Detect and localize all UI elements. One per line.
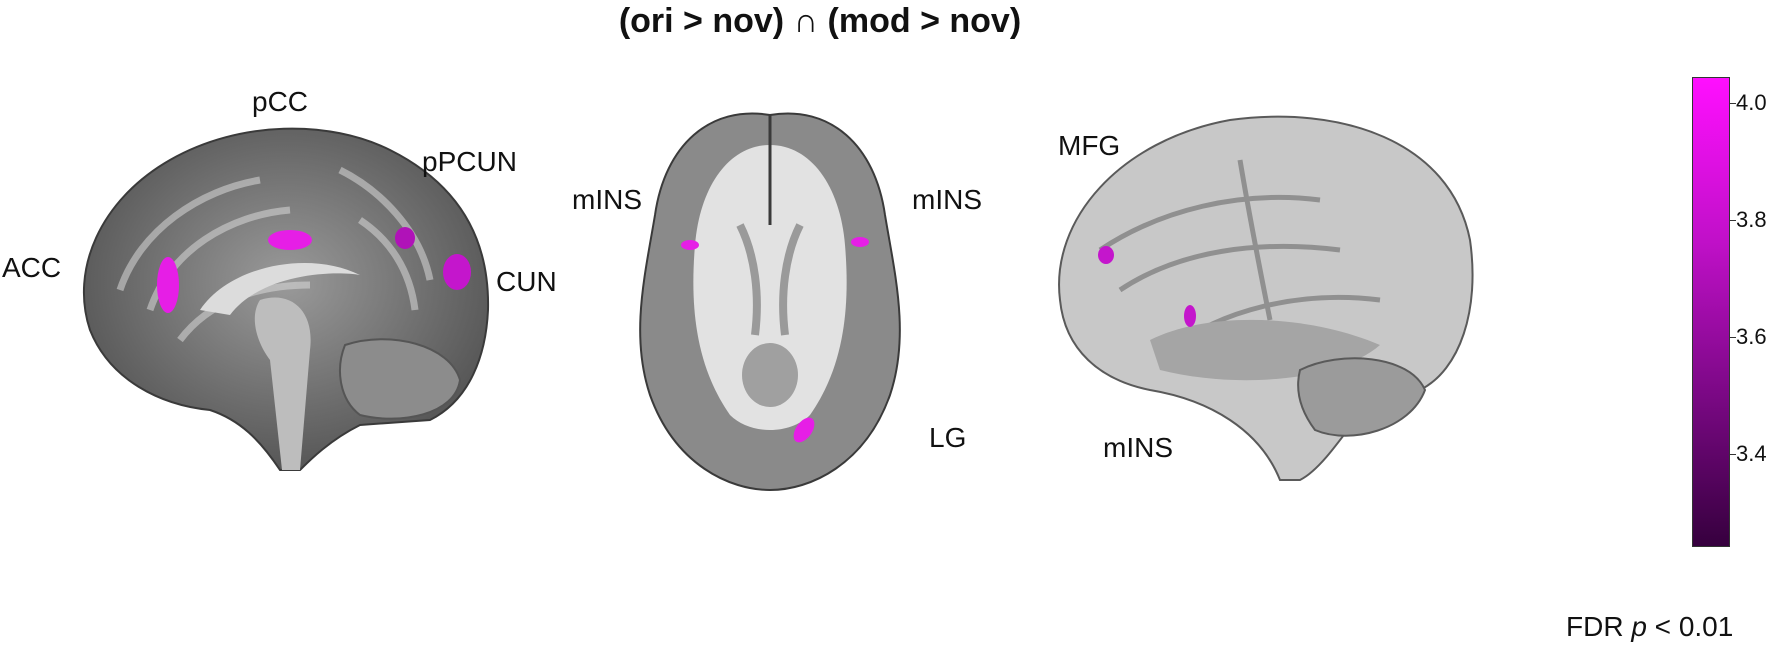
activation-mins-right [851,237,869,247]
label-mfg: MFG [1058,130,1121,161]
lateral-cerebellum [1297,357,1427,437]
label-pcc: pCC [252,86,309,117]
figure-title: (ori > nov) ∩ (mod > nov) [618,2,1022,40]
activation-mfg [1098,246,1114,264]
activation-mins-lateral [1184,305,1196,327]
activation-acc [157,257,179,313]
label-cun: CUN [496,266,557,297]
midbrain [742,343,798,407]
threshold-p: p [1631,611,1647,642]
tick-mark-3-6 [1729,337,1736,338]
label-ppcun: pPCUN [422,146,517,177]
colorbar-tick-3-6: 3.6 [1736,324,1767,349]
lateral-brain-view [1058,115,1474,481]
tick-mark-3-8 [1729,220,1736,221]
threshold-prefix: FDR [1566,611,1632,642]
colorbar [1692,77,1730,547]
activation-lg [793,417,815,443]
activation-cun [443,254,471,290]
colorbar-tick-3-8: 3.8 [1736,207,1767,232]
colorbar-tick-4-0: 4.0 [1736,90,1767,115]
activation-ppcun [395,227,415,249]
ventricles [736,223,804,336]
tick-mark-3-4 [1729,454,1736,455]
sagittal-brain-view [82,127,490,471]
label-lg: LG [929,422,967,453]
label-mins-lateral: mINS [1103,432,1173,463]
colorbar-tick-3-4: 3.4 [1736,441,1767,466]
label-mins-left: mINS [572,184,642,215]
activation-mins-left [681,240,699,250]
lateral-sulci [1098,159,1381,352]
threshold-note: FDR p < 0.01 [1566,611,1733,643]
axial-brain-view [639,112,901,492]
label-mins-right: mINS [912,184,982,215]
brainstem [254,297,311,470]
corpus-callosum [200,262,360,315]
tick-mark-4-0 [1729,103,1736,104]
threshold-suffix: < 0.01 [1646,611,1734,642]
white-matter [693,145,847,430]
label-acc: ACC [2,252,62,283]
gyri-lines [116,166,434,343]
activation-pcc [268,230,312,250]
cerebellum [339,338,462,420]
